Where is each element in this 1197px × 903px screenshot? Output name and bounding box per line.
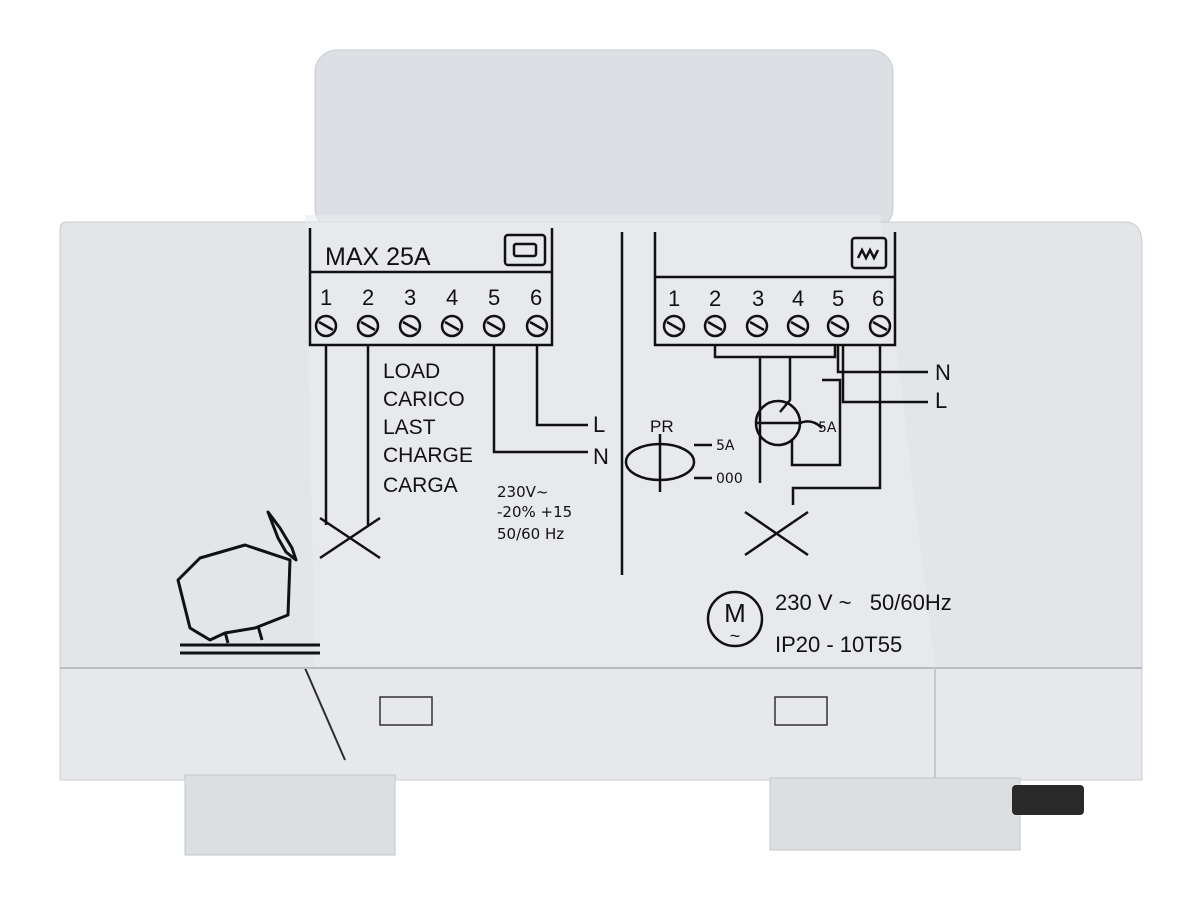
motor-symbol-letter: M <box>724 598 746 628</box>
right-screw-terminals <box>662 314 892 338</box>
left-panel-symbol-icon <box>503 233 547 267</box>
load-line: LAST <box>383 416 436 439</box>
left-terminal-1: 1 <box>320 285 332 310</box>
pr-label: PR <box>650 417 674 436</box>
right-panel-symbol-icon <box>850 236 888 270</box>
left-n-label: N <box>593 444 609 469</box>
top-cover <box>314 49 894 231</box>
slot-left <box>379 696 433 726</box>
left-terminal-5: 5 <box>488 285 500 310</box>
base-slant <box>304 667 346 761</box>
right-n-label: N <box>935 360 951 385</box>
load-text-block: LOAD CARICO LAST CHARGE CARGA <box>383 360 473 497</box>
left-terminal-4: 4 <box>446 285 458 310</box>
left-l-label: L <box>593 412 605 437</box>
load-line: CARICO <box>383 388 465 411</box>
left-rating-text: MAX 25A <box>325 243 431 271</box>
left-wires <box>319 345 588 560</box>
din-clip-right <box>769 777 1021 851</box>
right-terminal-2: 2 <box>709 286 721 311</box>
screw-terminal <box>745 314 769 338</box>
left-terminal-row: 1 2 3 4 5 6 <box>320 285 542 310</box>
screw-terminal <box>440 314 464 338</box>
left-terminal-2: 2 <box>362 285 374 310</box>
load-line: CARGA <box>383 474 458 497</box>
screw-terminal <box>703 314 727 338</box>
right-wires <box>624 345 928 557</box>
motor-symbol-tilde: ~ <box>730 626 741 646</box>
voltage-rating: 230 V ~ 50/60Hz <box>775 590 952 615</box>
right-terminal-3: 3 <box>752 286 764 311</box>
screw-terminal <box>314 314 338 338</box>
left-wiring-panel <box>308 228 554 347</box>
slot-right <box>774 696 828 726</box>
supply-line: -20% +15 <box>497 503 572 521</box>
supply-line: 230V~ <box>497 483 548 501</box>
motor-rating: 5A <box>818 420 837 436</box>
load-line: CHARGE <box>383 444 473 467</box>
load-lamp-symbol <box>319 516 381 560</box>
right-terminal-4: 4 <box>792 286 804 311</box>
rating-label: M ~ 230 V ~ 50/60Hz IP20 - 10T55 <box>706 590 952 657</box>
motor-symbol-icon <box>706 590 764 648</box>
screw-terminal <box>826 314 850 338</box>
pr-contact-1: 5A <box>716 438 735 454</box>
right-l-label: L <box>935 388 947 413</box>
pr-switch-symbol <box>624 434 712 492</box>
screw-terminal <box>482 314 506 338</box>
hand-warning-icon <box>176 510 320 655</box>
right-lamp-symbol <box>744 510 809 557</box>
supply-line: 50/60 Hz <box>497 525 564 543</box>
protection-rating: IP20 - 10T55 <box>775 632 902 657</box>
right-wiring-panel <box>653 232 897 347</box>
screw-terminal <box>525 314 549 338</box>
load-line: LOAD <box>383 360 440 383</box>
bottom-base <box>59 667 1143 781</box>
left-terminal-3: 3 <box>404 285 416 310</box>
pr-contact-2: 000 <box>716 471 743 487</box>
din-clip-left <box>184 774 396 856</box>
connector-black <box>1012 785 1084 815</box>
left-terminal-6: 6 <box>530 285 542 310</box>
screw-terminal <box>356 314 380 338</box>
supply-text-block: 230V~ -20% +15 50/60 Hz <box>497 483 572 543</box>
screw-terminal <box>868 314 892 338</box>
right-terminal-6: 6 <box>872 286 884 311</box>
left-screw-terminals <box>314 314 549 338</box>
screw-terminal <box>786 314 810 338</box>
right-terminal-1: 1 <box>668 286 680 311</box>
screw-terminal <box>398 314 422 338</box>
screw-terminal <box>662 314 686 338</box>
right-terminal-row: 1 2 3 4 5 6 <box>668 286 884 311</box>
right-terminal-5: 5 <box>832 286 844 311</box>
